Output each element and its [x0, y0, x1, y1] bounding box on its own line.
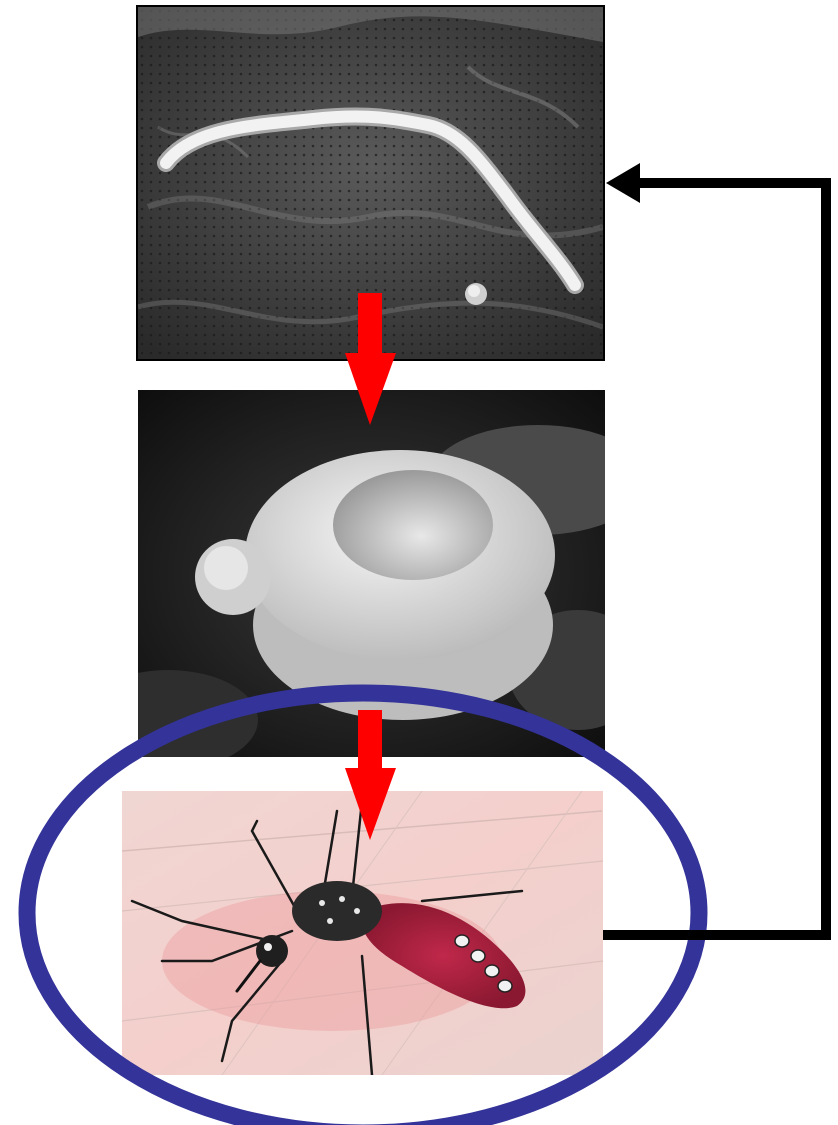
arrow-stage1-to-stage2: [345, 293, 396, 425]
arrow-stage2-to-stage3: [345, 710, 396, 840]
arrow-stage3-to-stage1: [603, 163, 826, 935]
